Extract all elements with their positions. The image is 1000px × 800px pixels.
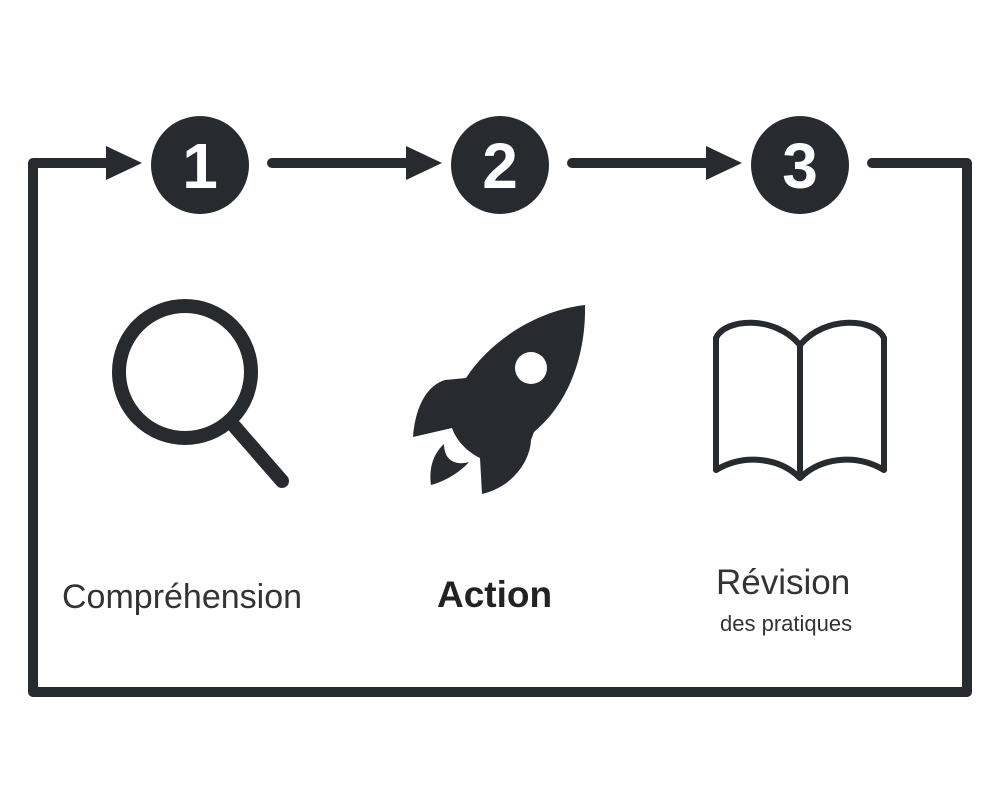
step-3-sublabel: des pratiques	[720, 611, 853, 636]
arrowhead-icon	[706, 146, 742, 180]
loop-line	[28, 158, 972, 697]
magnifier-icon	[112, 299, 289, 488]
step-2-label: Action	[437, 574, 553, 615]
arrowhead-icon	[106, 146, 142, 180]
step-1-number: 1	[182, 130, 218, 202]
arrowhead-icon	[406, 146, 442, 180]
step-3-label: Révision	[716, 563, 851, 602]
step-3-circle	[751, 116, 849, 214]
open-book-icon	[713, 319, 887, 481]
step-3-number: 3	[782, 130, 818, 202]
step-2-number: 2	[482, 130, 518, 202]
rocket-icon	[413, 305, 586, 494]
step-1-circle	[151, 116, 249, 214]
step-2-circle	[451, 116, 549, 214]
step-1-label: Compréhension	[62, 578, 303, 616]
